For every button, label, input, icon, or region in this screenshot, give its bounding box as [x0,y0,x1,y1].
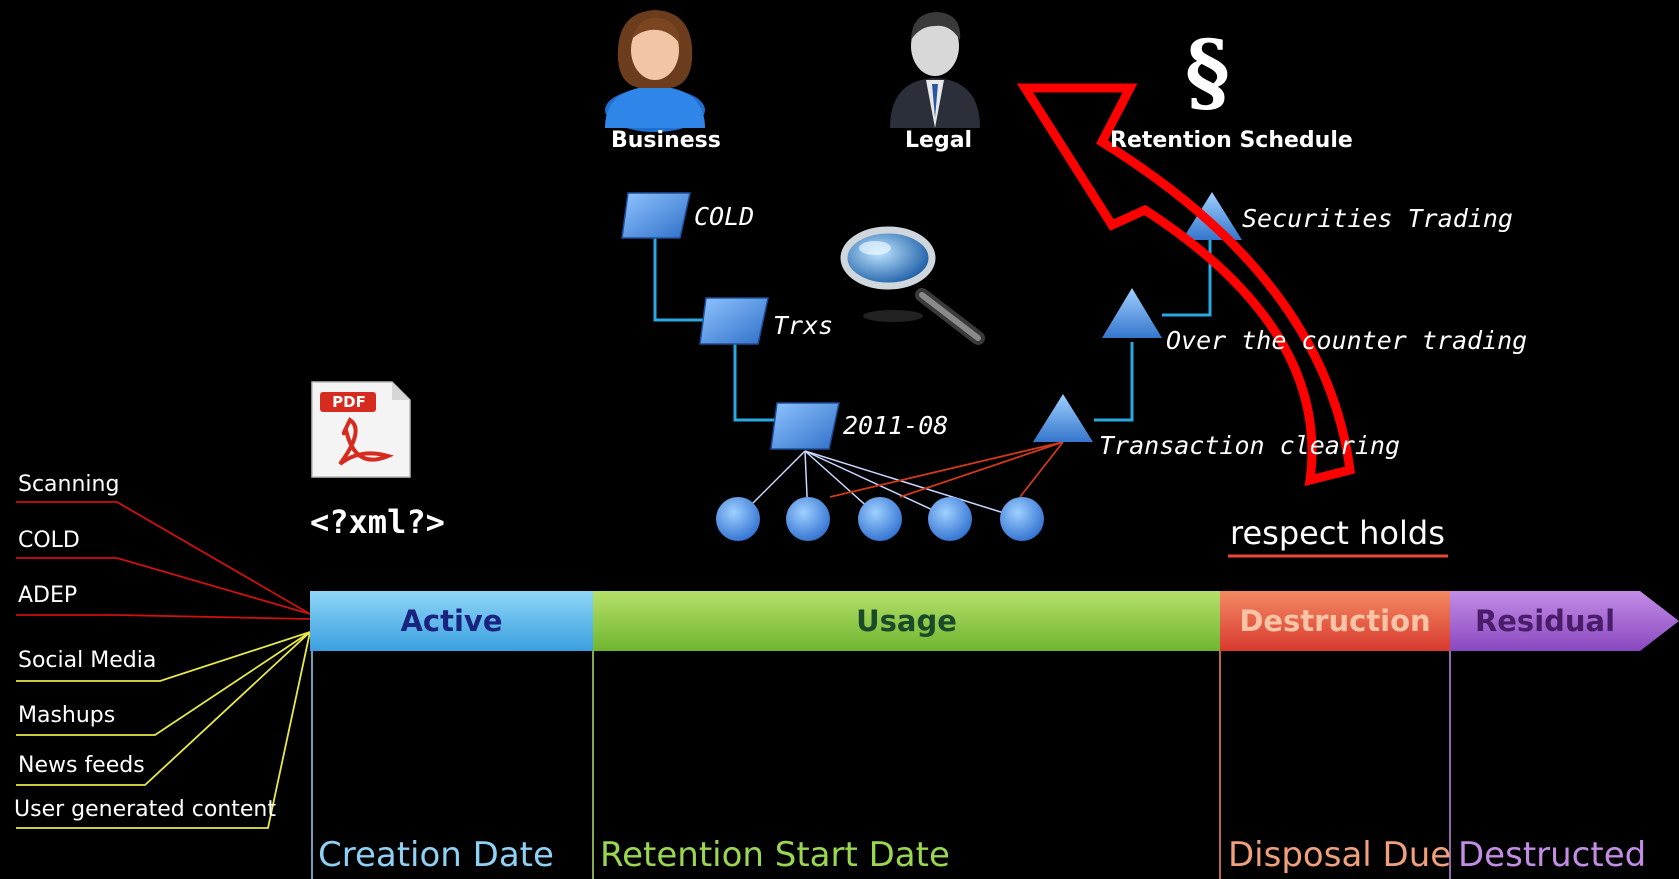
phase-active: Active [400,604,503,638]
triangle-tree-connectors [1094,240,1212,422]
class-label-securities: Securities Trading [1242,204,1513,233]
pdf-badge-label: PDF [332,393,366,411]
circle-document-icon [786,497,830,541]
retention-schedule-label: Retention Schedule [1110,128,1353,153]
date-disposal-due: Disposal Due [1228,835,1452,875]
source-news-feeds: News feeds [18,753,145,778]
circle-document-icon [858,497,902,541]
section-sign: § [1185,22,1230,123]
folder-icon [621,192,691,239]
triangle-node-icon [1182,192,1242,240]
phase-destruction: Destruction [1239,604,1431,638]
folder-icon [770,402,840,450]
source-links-yellow [16,631,311,829]
triangle-node-icon [1033,394,1093,442]
circle-document-icon [716,497,760,541]
magnifier-icon [840,226,985,345]
source-social-media: Social Media [18,648,157,673]
source-adep: ADEP [18,583,78,608]
source-scanning: Scanning [18,472,120,497]
circle-document-icon [1000,497,1044,541]
source-mashups: Mashups [18,703,116,728]
date-destructed: Destructed [1458,835,1647,875]
source-cold: COLD [18,528,80,553]
lifecycle-band [310,591,1679,651]
triangle-node-icon [1102,288,1162,338]
legal-label: Legal [905,128,973,153]
phase-dividers [311,651,1451,879]
folder-label-period: 2011-08 [843,411,949,440]
phase-residual: Residual [1474,604,1616,638]
folder-icon [699,297,769,345]
date-retention-start: Retention Start Date [600,835,950,875]
respect-holds-label: respect holds [1230,514,1445,552]
source-user-generated: User generated content [14,797,276,822]
business-label: Business [611,128,721,153]
folder-label-trxs: Trxs [773,311,834,340]
hold-arrow-icon [1016,83,1355,486]
folder-tree-connectors [653,238,782,422]
circle-document-icon [928,497,972,541]
date-creation: Creation Date [318,835,554,875]
phase-usage: Usage [856,604,957,638]
classification-doc-links [829,441,1064,498]
folder-label-cold: COLD [694,202,755,231]
class-label-clearing: Transaction clearing [1099,431,1401,460]
xml-label: <?xml?> [310,503,445,541]
class-label-otc: Over the counter trading [1166,326,1528,355]
business-person-icon [605,10,705,132]
legal-person-icon [890,12,980,128]
pdf-file-icon [311,381,411,478]
source-links-red [16,501,311,620]
